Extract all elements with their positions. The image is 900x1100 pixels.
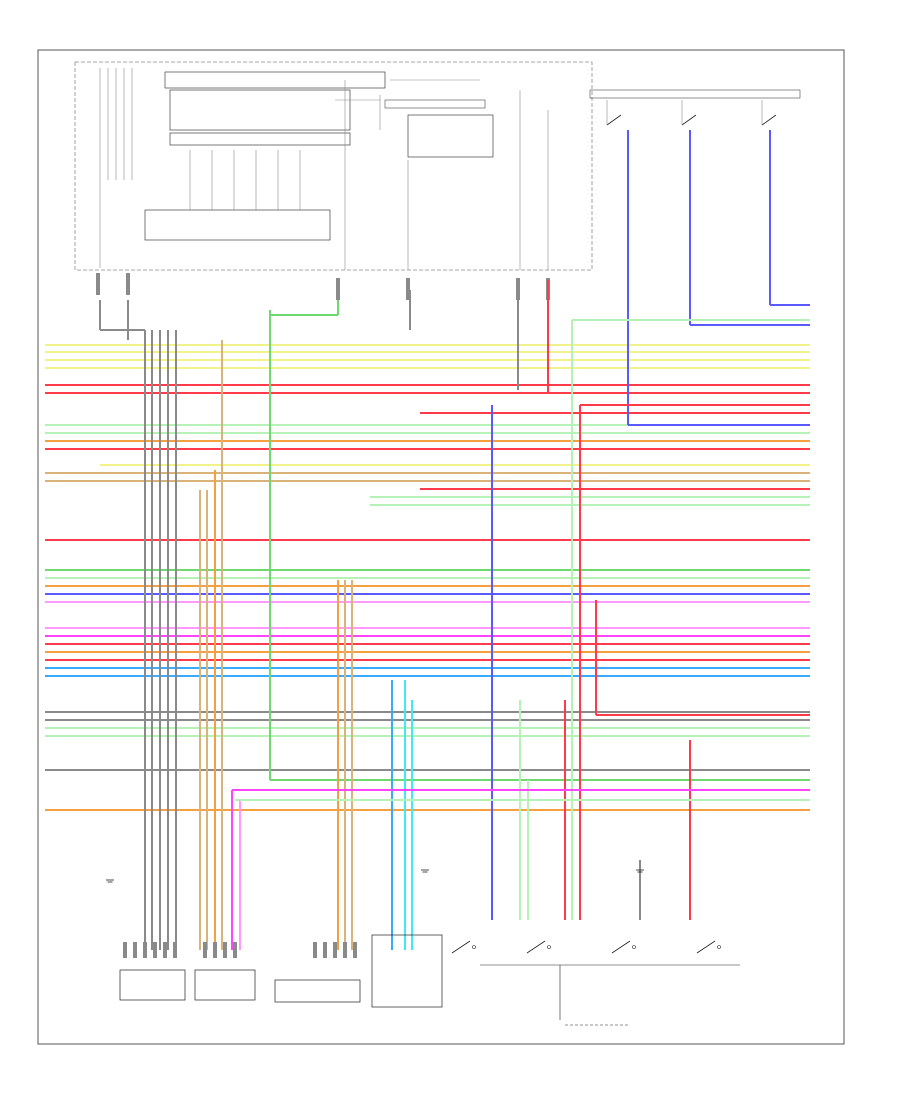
connector-pin bbox=[123, 942, 127, 958]
connector-pin bbox=[313, 942, 317, 958]
connector-pin bbox=[153, 942, 157, 958]
module-outline bbox=[74, 61, 593, 271]
connector-pin bbox=[233, 942, 237, 958]
control-module bbox=[74, 61, 801, 300]
switch-contact bbox=[606, 114, 622, 126]
switch-terminal bbox=[472, 945, 476, 949]
switch-contact bbox=[611, 940, 631, 954]
module-section bbox=[589, 89, 801, 99]
switch-contact bbox=[696, 940, 716, 954]
switch-terminal bbox=[632, 945, 636, 949]
connector-pin bbox=[323, 942, 327, 958]
connector-pin bbox=[133, 942, 137, 958]
module-pin bbox=[126, 273, 130, 295]
connector-block bbox=[274, 979, 361, 1003]
connector-block bbox=[119, 969, 186, 1001]
connector-pin bbox=[353, 942, 357, 958]
switch-contact bbox=[681, 114, 697, 126]
module-section bbox=[384, 99, 486, 109]
connector-block bbox=[194, 969, 256, 1001]
connector-pin bbox=[213, 942, 217, 958]
module-section bbox=[169, 132, 351, 146]
switch-contact bbox=[451, 940, 471, 954]
outer-frame bbox=[37, 49, 845, 1045]
solenoid-block bbox=[371, 934, 443, 1008]
module-pin bbox=[96, 273, 100, 295]
module-pin bbox=[516, 278, 520, 300]
module-section bbox=[144, 209, 331, 241]
connector-pin bbox=[143, 942, 147, 958]
switch-terminal bbox=[547, 945, 551, 949]
wire-harness bbox=[45, 130, 810, 950]
module-pin bbox=[406, 278, 410, 300]
connector-pin bbox=[223, 942, 227, 958]
module-section bbox=[164, 71, 386, 89]
module-section bbox=[407, 114, 494, 158]
switch-terminal bbox=[717, 945, 721, 949]
module-section bbox=[169, 89, 351, 131]
connector-pin bbox=[333, 942, 337, 958]
connector-pin bbox=[343, 942, 347, 958]
connector-pin bbox=[173, 942, 177, 958]
diagram-frame bbox=[37, 49, 845, 1045]
connector-pin bbox=[163, 942, 167, 958]
components bbox=[106, 100, 777, 1026]
switch-contact bbox=[526, 940, 546, 954]
connector-pin bbox=[203, 942, 207, 958]
switch-contact bbox=[761, 114, 777, 126]
module-pin bbox=[336, 278, 340, 300]
